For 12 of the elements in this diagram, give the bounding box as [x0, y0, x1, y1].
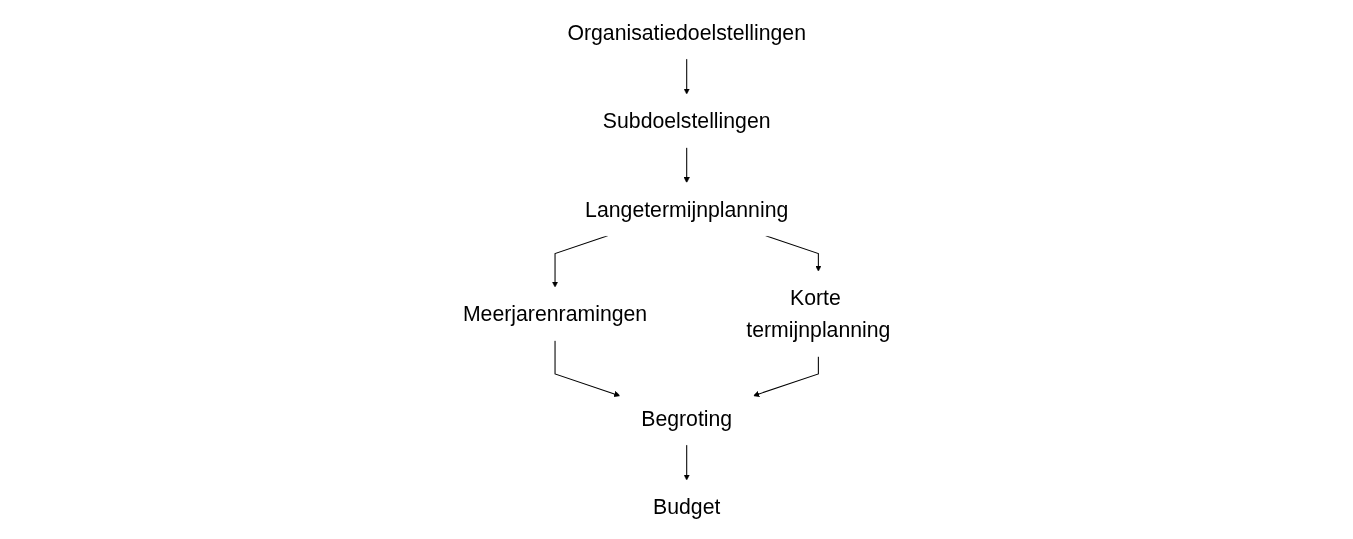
arrow — [753, 355, 819, 397]
arrow — [683, 146, 690, 183]
arrow — [683, 58, 690, 95]
node-text: Budget — [652, 495, 721, 519]
node-text: Organisatiedoelstellingen — [567, 20, 806, 44]
node-text: Begroting — [641, 406, 733, 430]
arrow — [554, 339, 621, 397]
node-text: Meerjarenramingen — [462, 302, 647, 326]
node-text: Subdoelstellingen — [602, 109, 771, 133]
node-text: Langetermijnplanning — [584, 197, 789, 221]
node-text: Korte termijnplanning — [746, 286, 891, 342]
arrow — [683, 444, 690, 481]
